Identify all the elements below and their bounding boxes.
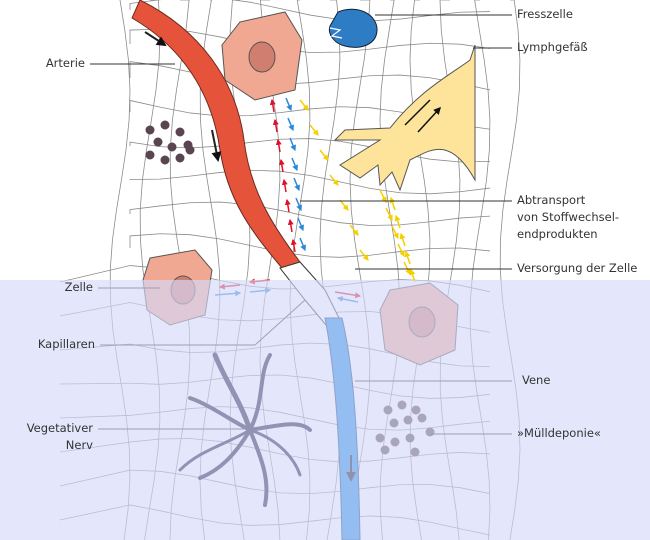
removal-arrow: [287, 117, 294, 132]
deposit-dot: [175, 153, 185, 163]
lymph-vessel: [333, 44, 476, 192]
label-line: von Stoffwechsel-: [517, 210, 620, 224]
phagocyte: [328, 8, 378, 48]
lymph-arrow: [309, 124, 319, 136]
removal-arrow: [295, 197, 302, 212]
label-fresszelle: Fresszelle: [517, 7, 573, 21]
artery-flow-arrow: [211, 129, 222, 162]
mesh-line: [129, 0, 491, 22]
label-line: Abtransport: [517, 193, 586, 207]
label-muelldeponie: »Mülldeponie«: [517, 426, 601, 440]
mesh-line: [129, 233, 491, 258]
deposit-dots-top: [145, 120, 195, 165]
label-versorgung: Versorgung der Zelle: [517, 261, 638, 275]
supply-arrow: [290, 238, 297, 253]
lymph-arrow: [391, 225, 399, 240]
deposit-dot: [160, 155, 170, 165]
label-line: Nerv: [65, 438, 93, 452]
lymph-arrow: [385, 207, 393, 222]
removal-arrow: [299, 237, 306, 252]
mesh-line: [129, 138, 491, 163]
deposit-dot: [145, 125, 155, 135]
deposit-dot: [153, 137, 163, 147]
removal-arrow: [285, 97, 292, 112]
label-lymphgefaess: Lymphgefäß: [517, 40, 588, 54]
removal-arrow: [293, 177, 300, 192]
deposit-dot: [167, 142, 177, 152]
deposit-dot: [160, 120, 170, 130]
label-arterie: Arterie: [45, 56, 85, 70]
lymph-arrow: [349, 224, 359, 236]
cell-top: [221, 11, 303, 101]
removal-arrow: [297, 217, 304, 232]
removal-arrow: [289, 137, 296, 152]
supply-arrow: [287, 218, 294, 233]
label-line: Vegetativer: [26, 421, 93, 435]
label-abtransport: Abtransport von Stoffwechsel- endprodukt…: [517, 192, 619, 243]
supply-arrow: [281, 178, 288, 193]
lymph-arrow: [319, 149, 329, 161]
label-vene: Vene: [522, 373, 551, 387]
label-zelle: Zelle: [64, 280, 93, 294]
mesh-line: [129, 169, 491, 195]
removal-arrow: [291, 157, 298, 172]
mesh-line: [129, 201, 491, 226]
lymph-arrow: [389, 196, 396, 211]
deposit-dot: [185, 145, 195, 155]
lymph-arrow: [403, 261, 411, 276]
lymph-arrow: [399, 232, 406, 247]
lymph-arrow: [404, 250, 411, 265]
supply-arrow: [284, 198, 291, 213]
deposit-dot: [145, 150, 155, 160]
artery-flow-arrow: [144, 31, 167, 47]
deposit-dot: [175, 127, 185, 137]
lymph-arrow: [329, 174, 339, 186]
lavender-overlay: [0, 280, 650, 540]
nucleus: [248, 41, 276, 73]
lymph-arrow: [299, 99, 309, 111]
lymph-arrow: [379, 189, 387, 204]
label-nerv: Vegetativer Nerv: [10, 420, 93, 454]
lymph-flow-arrows: [404, 99, 440, 133]
label-line: endprodukten: [517, 227, 598, 241]
lymph-arrow: [394, 214, 401, 229]
supply-arrow: [275, 138, 282, 153]
label-kapillaren: Kapillaren: [37, 337, 95, 351]
lymph-arrow: [339, 199, 349, 211]
lymph-arrow: [359, 249, 369, 261]
lymph-arrow: [397, 243, 405, 258]
supply-arrow: [278, 158, 285, 173]
supply-arrow: [272, 118, 279, 133]
supply-arrow: [269, 98, 276, 113]
